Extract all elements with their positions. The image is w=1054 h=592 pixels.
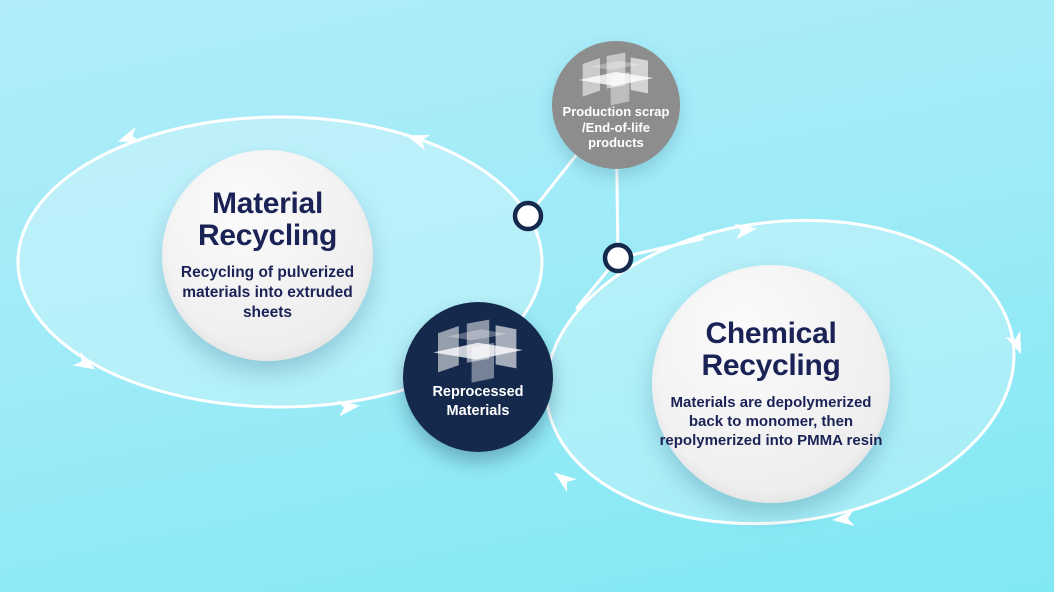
acrylic-sheets-icon [578,52,654,106]
label-line: /End-of-life [582,119,650,135]
node-description: Materials are depolymerized back to mono… [659,393,883,449]
node-description: Recycling of pulverized materials into e… [180,264,355,321]
node-production-scrap: Production scrap /End-of-life products [552,41,680,169]
flow-arrow [832,510,855,527]
node-reprocessed-materials: Reprocessed Materials [403,302,553,452]
label-line: Reprocessed [432,384,524,400]
acrylic-sheets-icon [433,319,523,383]
flow-arrow [336,400,360,417]
node-chemical-recycling: Chemical Recycling Materials are depolym… [652,265,890,503]
flow-arrow [72,351,96,370]
right-junction-dot [602,242,634,274]
node-label: Production scrap /End-of-life products [563,104,670,151]
node-title: Chemical Recycling [701,316,841,382]
node-title: Material Recycling [197,187,338,253]
flow-arrow [554,472,577,493]
left-junction-dot [512,200,544,232]
node-label: Reprocessed Materials [432,383,523,421]
flow-arrow [733,223,757,240]
label-line: Production scrap [562,104,670,119]
flow-arrow [406,135,431,151]
label-line: products [588,135,644,151]
node-material-recycling: Material Recycling Recycling of pulveriz… [162,150,373,361]
label-line: Materials [446,402,510,419]
flow-arrow [117,126,142,142]
flow-arrow [1005,330,1022,355]
